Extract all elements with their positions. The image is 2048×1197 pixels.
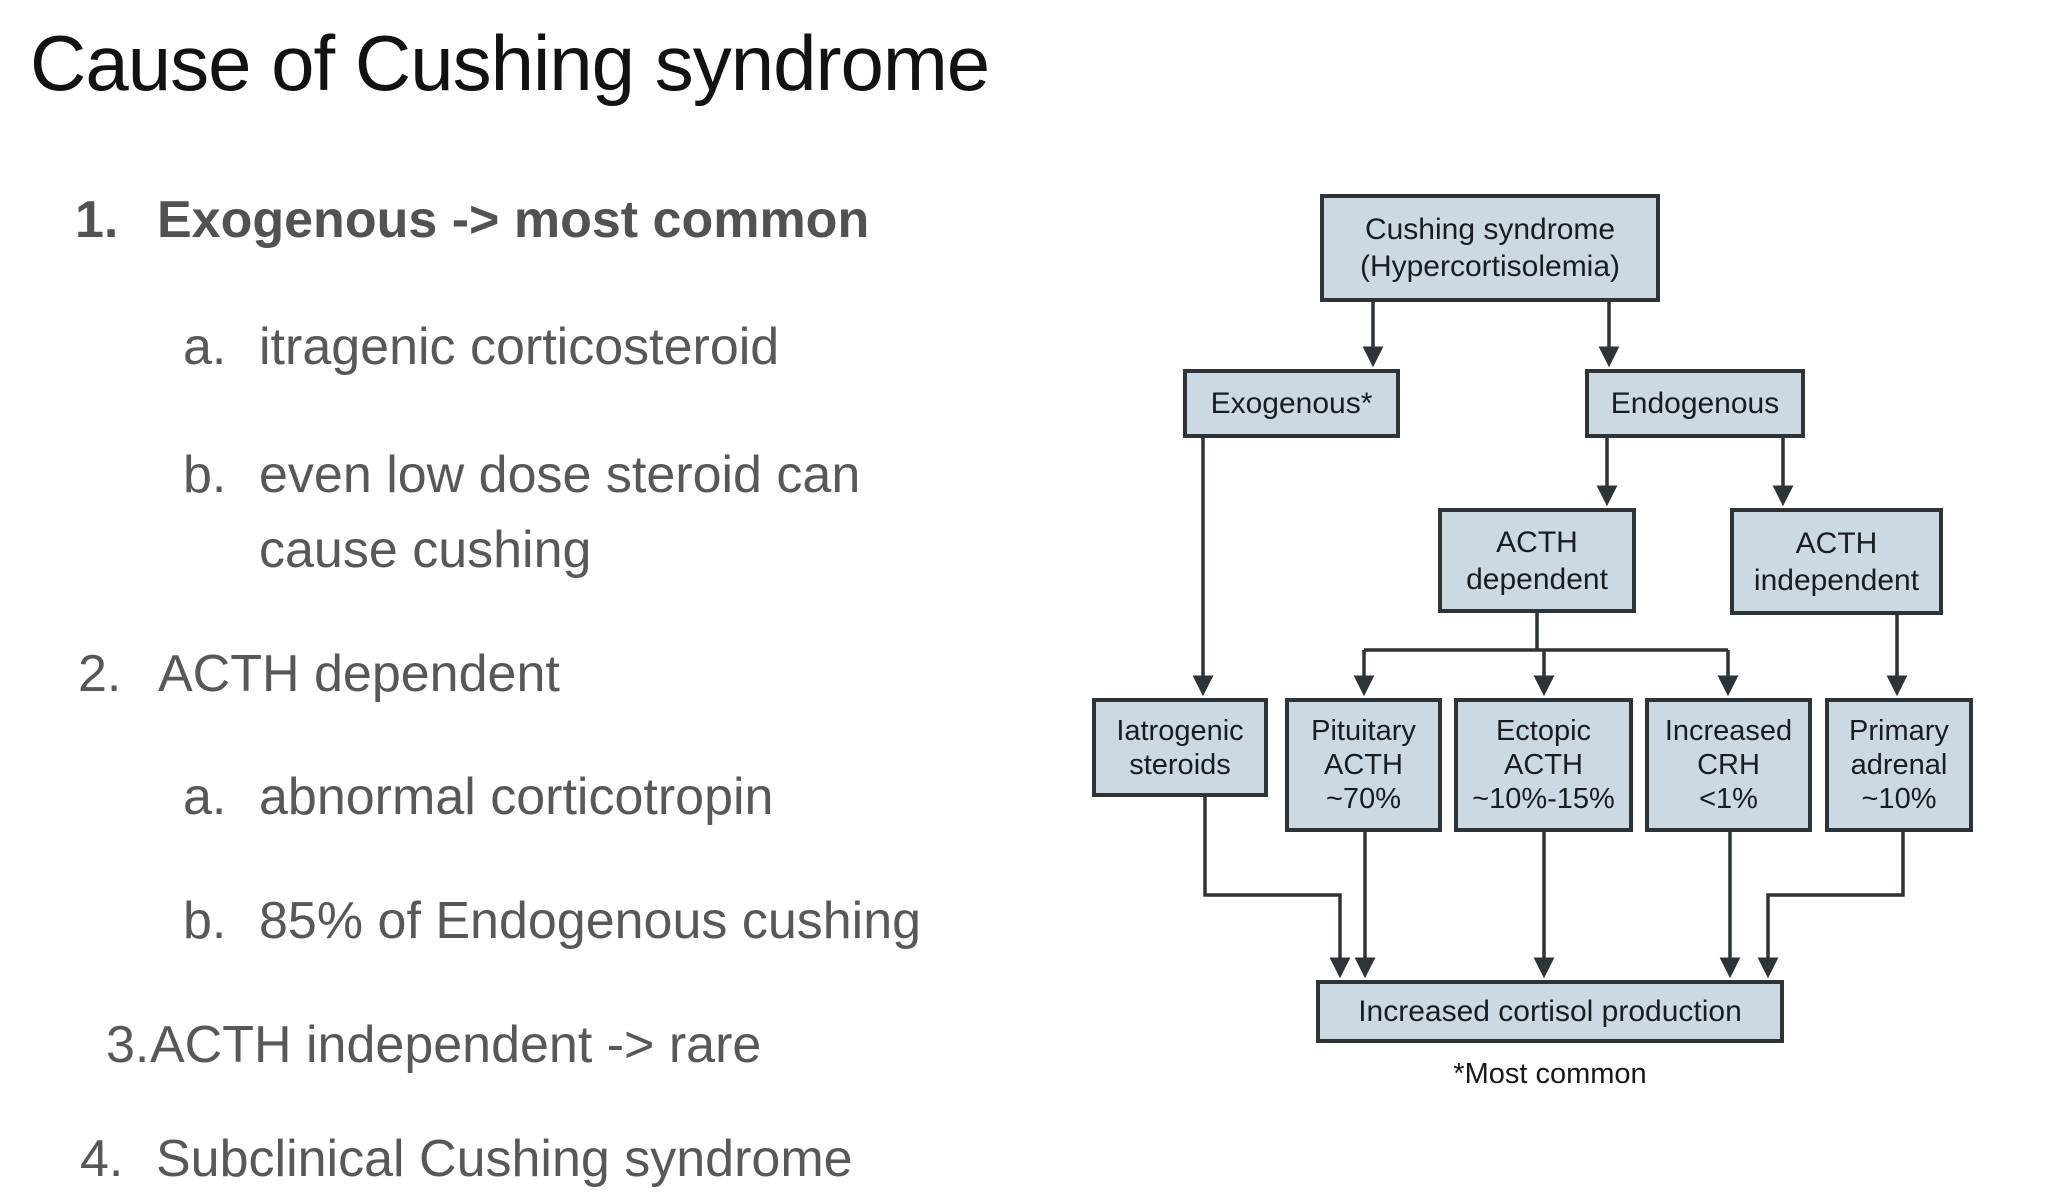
flowchart-box-ectopic-acth: Ectopic ACTH ~10%-15%: [1454, 698, 1633, 832]
list-item-2a: a. abnormal corticotropin: [0, 760, 1060, 830]
list-item-1b: b. even low dose steroid can cause cushi…: [0, 438, 1060, 598]
list-text: even low dose steroid can cause cushing: [259, 446, 861, 580]
list-text: 85% of Endogenous cushing: [259, 892, 922, 950]
list-item-1a: a. itragenic corticosteroid: [0, 310, 1060, 380]
flowchart: Cushing syndrome (Hypercortisolemia) Exo…: [1092, 194, 1973, 1090]
list-text: ACTH independent -> rare: [150, 1016, 762, 1074]
list-text: Exogenous -> most common: [157, 191, 870, 249]
list-marker: 2.: [78, 645, 122, 703]
list-marker: 1.: [75, 191, 119, 249]
flowchart-box-cushing-syndrome: Cushing syndrome (Hypercortisolemia): [1320, 194, 1660, 302]
list-text: abnormal corticotropin: [259, 768, 774, 826]
list-marker: a.: [183, 768, 227, 826]
flowchart-box-increased-cortisol: Increased cortisol production: [1316, 980, 1784, 1043]
list-item-3: 3. ACTH independent -> rare: [0, 1008, 1060, 1078]
flowchart-box-iatrogenic-steroids: Iatrogenic steroids: [1092, 698, 1268, 797]
flowchart-footnote-most-common: *Most common: [1453, 1058, 1647, 1090]
page-title: Cause of Cushing syndrome: [30, 19, 990, 107]
list-text: itragenic corticosteroid: [259, 318, 780, 376]
list-item-2: 2. ACTH dependent: [0, 637, 1060, 707]
flowchart-box-pituitary-acth: Pituitary ACTH ~70%: [1285, 698, 1442, 832]
list-item-2b: b. 85% of Endogenous cushing: [0, 884, 1060, 954]
flowchart-connectors: [1192, 302, 1908, 979]
flowchart-box-increased-crh: Increased CRH <1%: [1645, 698, 1812, 832]
list-text: ACTH dependent: [158, 645, 560, 703]
flowchart-box-exogenous: Exogenous*: [1183, 369, 1400, 438]
list-marker: a.: [183, 318, 227, 376]
list-marker: 3.: [106, 1016, 150, 1074]
flowchart-box-primary-adrenal: Primary adrenal ~10%: [1825, 698, 1973, 832]
flowchart-box-endogenous: Endogenous: [1585, 369, 1805, 438]
list-marker: b.: [183, 446, 227, 504]
flowchart-box-acth-dependent: ACTH dependent: [1438, 508, 1636, 613]
list-item-1: 1. Exogenous -> most common: [0, 183, 1060, 253]
flowchart-box-acth-independent: ACTH independent: [1730, 508, 1943, 615]
list-marker: b.: [183, 892, 227, 950]
